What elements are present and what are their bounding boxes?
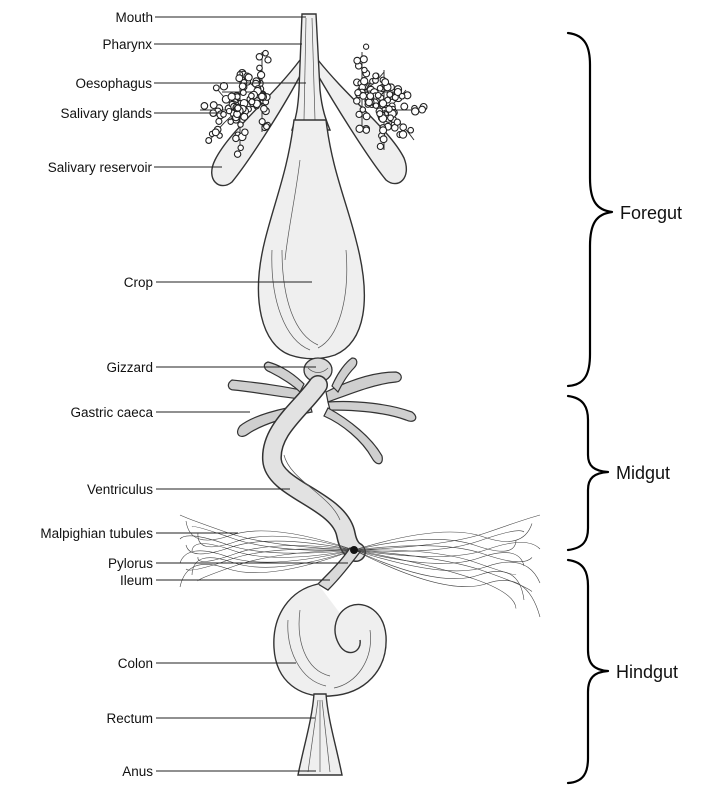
label-ventriculus: Ventriculus (87, 482, 153, 497)
label-malpighian-tubules: Malpighian tubules (40, 526, 153, 541)
label-pharynx: Pharynx (102, 37, 152, 52)
label-crop: Crop (124, 275, 153, 290)
labels: Mouth Pharynx Oesophagus Salivary glands… (40, 10, 153, 779)
brace-hindgut (568, 560, 608, 783)
gut-illustration (180, 14, 540, 775)
label-gizzard: Gizzard (106, 360, 153, 375)
region-foregut: Foregut (620, 203, 682, 223)
label-ileum: Ileum (120, 573, 153, 588)
label-gastric-caeca: Gastric caeca (70, 405, 153, 420)
label-pylorus: Pylorus (108, 556, 153, 571)
region-hindgut: Hindgut (616, 662, 678, 682)
region-midgut: Midgut (616, 463, 670, 483)
label-colon: Colon (118, 656, 153, 671)
label-salivary-reservoir: Salivary reservoir (48, 160, 153, 175)
brace-foregut (568, 33, 612, 386)
crop (258, 120, 364, 359)
label-anus: Anus (122, 764, 153, 779)
region-labels: Foregut Midgut Hindgut (616, 203, 682, 682)
region-braces (568, 33, 612, 783)
label-oesophagus: Oesophagus (75, 76, 152, 91)
label-salivary-glands: Salivary glands (60, 106, 152, 121)
label-rectum: Rectum (106, 711, 153, 726)
rectum (298, 694, 342, 775)
brace-midgut (568, 396, 608, 550)
colon (274, 584, 386, 696)
label-mouth: Mouth (115, 10, 153, 25)
malpighian-tubules (180, 515, 540, 617)
